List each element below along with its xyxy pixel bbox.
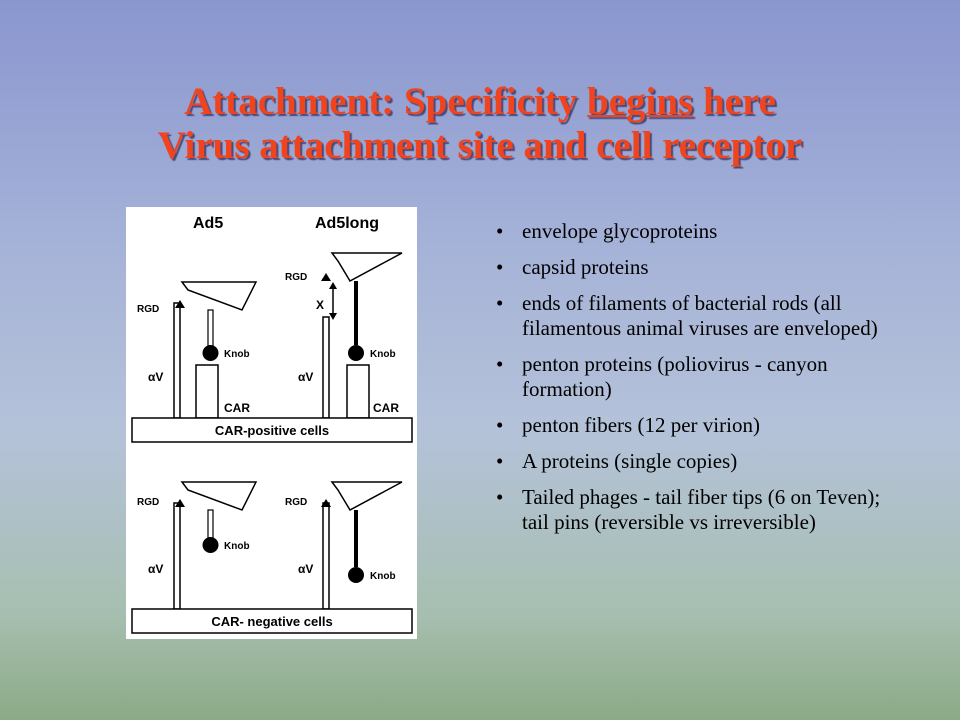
knob-ball <box>348 345 364 361</box>
bullet-item: envelope glycoproteins <box>496 219 896 244</box>
label-ad5long: Ad5long <box>315 215 379 232</box>
alpha-v-receptor <box>322 502 330 610</box>
bullet-item: capsid proteins <box>496 255 896 280</box>
title-line1-start: Attachment: Specificity <box>184 80 588 123</box>
rgd-triangle <box>175 499 185 507</box>
x-label: X <box>316 298 324 312</box>
alpha-v-receptor <box>173 302 181 419</box>
title-line-1: Attachment: Specificity begins here <box>0 80 960 124</box>
adenovirus-attachment-figure: Ad5 Ad5long RGD Knob αV CAR RGD X Knob α… <box>126 207 417 639</box>
bullet-item: ends of filaments of bacterial rods (all… <box>496 291 896 341</box>
bullet-item: penton fibers (12 per virion) <box>496 413 896 438</box>
penton-base <box>180 281 258 311</box>
rgd-triangle <box>175 300 185 308</box>
alpha-v-label: αV <box>148 562 163 576</box>
rgd-label: RGD <box>137 497 159 508</box>
rgd-label: RGD <box>137 304 159 315</box>
title-line1-end: here <box>693 80 776 123</box>
label-ad5: Ad5 <box>193 215 223 232</box>
knob-label: Knob <box>224 541 250 552</box>
knob-label: Knob <box>370 571 396 582</box>
knob-label: Knob <box>370 349 396 360</box>
penton-base <box>330 252 403 282</box>
fiber-shaft <box>207 309 214 349</box>
knob-label: Knob <box>224 349 250 360</box>
knob-ball <box>202 345 219 361</box>
title-line-2: Virus attachment site and cell receptor <box>157 124 803 167</box>
cell-membrane <box>131 608 413 634</box>
rgd-label: RGD <box>285 497 307 508</box>
alpha-v-receptor <box>322 316 330 419</box>
alpha-v-label: αV <box>298 370 313 384</box>
alpha-v-receptor <box>173 502 181 610</box>
x-arrow-head-down <box>329 313 337 320</box>
car-label: CAR <box>224 401 250 415</box>
slide-title: Attachment: Specificity begins here Viru… <box>0 80 960 168</box>
penton-base <box>330 481 403 511</box>
bullet-item: A proteins (single copies) <box>496 449 896 474</box>
rgd-label: RGD <box>285 272 307 283</box>
bullet-item: Tailed phages - tail fiber tips (6 on Te… <box>496 485 896 535</box>
knob-ball <box>348 567 364 583</box>
x-arrow-head-up <box>329 282 337 289</box>
penton-base <box>180 481 258 511</box>
rgd-triangle <box>321 273 331 281</box>
car-receptor <box>346 364 370 419</box>
car-positive-label: CAR-positive cells <box>215 423 329 438</box>
alpha-v-label: αV <box>298 562 313 576</box>
car-label: CAR <box>373 401 399 415</box>
cell-membrane <box>131 417 413 443</box>
rgd-triangle <box>321 499 331 507</box>
title-underlined-word: begins <box>587 80 694 123</box>
bullet-item: penton proteins (poliovirus - canyon for… <box>496 352 896 402</box>
car-receptor <box>195 364 219 419</box>
fiber-shaft <box>207 509 214 541</box>
bullet-list: envelope glycoproteins capsid proteins e… <box>496 219 896 546</box>
alpha-v-label: αV <box>148 370 163 384</box>
car-negative-label: CAR- negative cells <box>211 614 332 629</box>
knob-ball <box>202 537 219 553</box>
